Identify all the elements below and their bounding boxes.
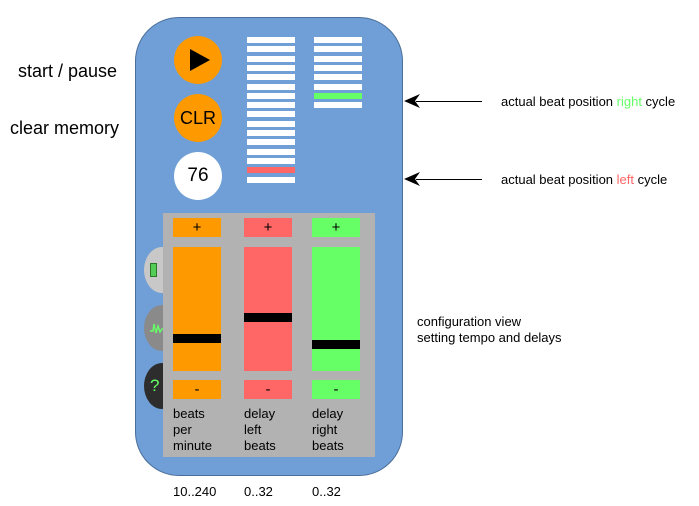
configuration-note: configuration view setting tempo and del… <box>417 314 562 345</box>
column-label: beats per minute <box>173 406 213 453</box>
slider-handle[interactable] <box>312 340 360 350</box>
beat-slot <box>247 55 295 62</box>
value-slider[interactable] <box>244 247 292 371</box>
beat-slot <box>314 83 362 90</box>
beat-slot <box>314 37 362 43</box>
beat-slot <box>314 74 362 81</box>
value-slider[interactable] <box>312 247 360 371</box>
column-label: delay right beats <box>312 406 344 453</box>
arrow-left-cycle-icon <box>404 172 420 186</box>
beat-slot <box>314 102 362 109</box>
value-range: 0..32 <box>312 484 341 499</box>
beat-slot <box>247 74 295 81</box>
slider-handle[interactable] <box>173 334 221 344</box>
bpm-display: 76 <box>174 152 222 200</box>
beat-slot <box>247 83 295 90</box>
value-range: 10..240 <box>173 484 217 499</box>
column-label: delay left beats <box>244 406 276 453</box>
increment-button[interactable]: + <box>173 218 221 237</box>
value-slider[interactable] <box>173 247 221 371</box>
beat-slot <box>247 92 295 99</box>
beat-slot <box>314 92 362 99</box>
beat-position-right <box>314 37 362 117</box>
right-cycle-note: actual beat position right cycle <box>501 94 676 109</box>
start-pause-button[interactable] <box>174 36 222 84</box>
decrement-button[interactable]: - <box>312 380 360 399</box>
arrow-right-cycle-icon <box>404 94 420 108</box>
beat-slot <box>247 46 295 53</box>
beat-slot <box>247 157 295 164</box>
beat-slot <box>247 102 295 109</box>
beat-slot <box>247 111 295 118</box>
beat-position-left <box>247 37 295 187</box>
beat-indicator-icon <box>150 263 157 277</box>
help-icon: ? <box>150 376 160 395</box>
slider-handle[interactable] <box>244 312 292 322</box>
beat-slot <box>314 46 362 53</box>
left-cycle-note: actual beat position left cycle <box>501 172 668 187</box>
beat-slot <box>247 167 295 174</box>
play-icon <box>190 49 210 71</box>
beat-slot <box>247 139 295 146</box>
decrement-button[interactable]: - <box>244 380 292 399</box>
clear-memory-label: clear memory <box>10 118 120 138</box>
beat-slot <box>314 64 362 71</box>
waveform-icon <box>150 323 166 334</box>
beat-slot <box>247 148 295 155</box>
beat-slot <box>314 55 362 62</box>
beat-slot <box>247 64 295 71</box>
value-range: 0..32 <box>244 484 273 499</box>
start-pause-label: start / pause <box>18 61 118 81</box>
beat-slot <box>247 120 295 127</box>
beat-slot <box>247 37 295 43</box>
beat-slot <box>247 130 295 136</box>
increment-button[interactable]: + <box>312 218 360 237</box>
increment-button[interactable]: + <box>244 218 292 237</box>
decrement-button[interactable]: - <box>173 380 221 399</box>
beat-slot <box>247 176 295 183</box>
clear-button[interactable]: CLR <box>174 94 222 142</box>
